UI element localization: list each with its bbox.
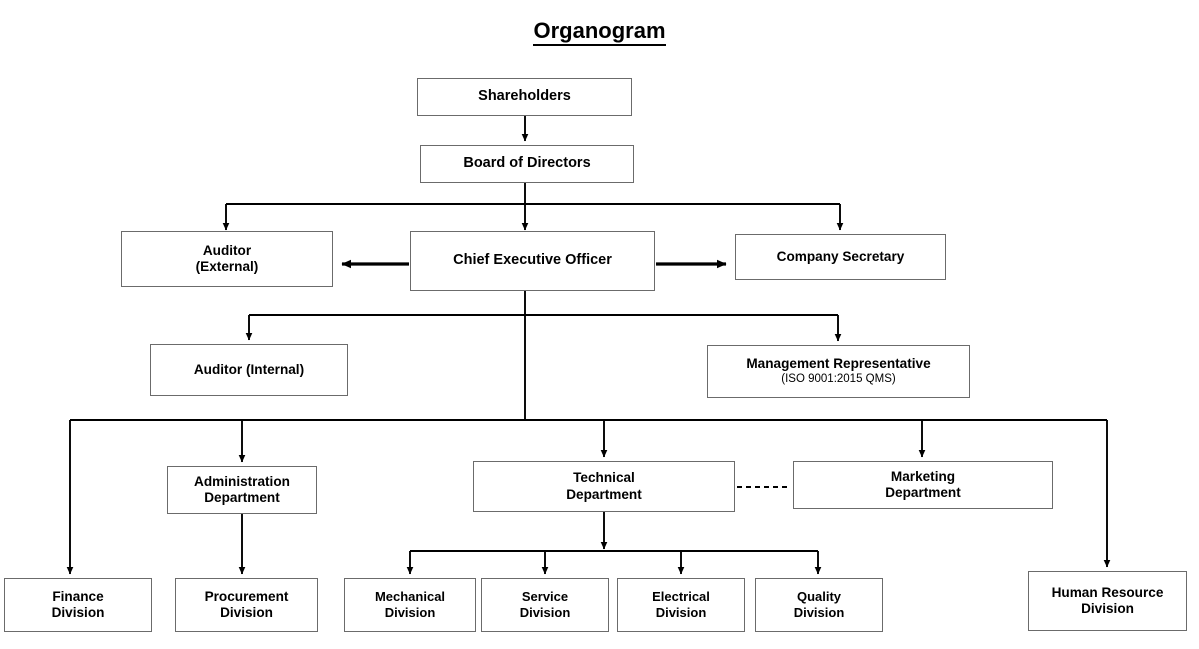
node-mechanical-division-line2: Division [384, 605, 436, 620]
node-management-representative-label: Management Representative [746, 355, 931, 371]
node-procurement-division[interactable]: Procurement Division [175, 578, 318, 632]
node-board-of-directors[interactable]: Board of Directors [420, 145, 634, 183]
node-ceo-label: Chief Executive Officer [453, 252, 612, 269]
node-finance-division-line2: Division [51, 605, 105, 620]
node-quality-division[interactable]: Quality Division [755, 578, 883, 632]
node-service-division-line1: Service [521, 589, 569, 605]
node-electrical-division-line1: Electrical [652, 589, 710, 605]
node-mechanical-division[interactable]: Mechanical Division [344, 578, 476, 632]
node-marketing-department-line1: Marketing [890, 468, 956, 484]
node-service-division-line2: Division [519, 605, 571, 620]
node-quality-division-line2: Division [793, 605, 845, 620]
node-management-representative-sub: (ISO 9001:2015 QMS) [781, 373, 896, 386]
node-finance-division-line1: Finance [52, 588, 104, 604]
node-administration-department[interactable]: Administration Department [167, 466, 317, 514]
page-title-text: Organogram [533, 18, 666, 46]
node-technical-department[interactable]: Technical Department [473, 461, 735, 512]
node-electrical-division-line2: Division [655, 605, 707, 620]
page-title: Organogram [0, 18, 1199, 46]
node-procurement-division-line1: Procurement [204, 588, 289, 604]
node-quality-division-line1: Quality [796, 589, 842, 605]
node-technical-department-line2: Department [566, 486, 642, 502]
node-mechanical-division-line1: Mechanical [374, 589, 446, 605]
node-human-resource-division-line1: Human Resource [1051, 584, 1164, 600]
node-company-secretary[interactable]: Company Secretary [735, 234, 946, 280]
node-auditor-internal-label: Auditor (Internal) [193, 361, 305, 377]
node-service-division[interactable]: Service Division [481, 578, 609, 632]
node-shareholders-label: Shareholders [478, 88, 571, 105]
node-technical-department-line1: Technical [573, 470, 635, 486]
node-ceo[interactable]: Chief Executive Officer [410, 231, 655, 291]
node-administration-department-line1: Administration [194, 473, 290, 489]
node-board-of-directors-label: Board of Directors [463, 155, 591, 172]
node-management-representative[interactable]: Management Representative (ISO 9001:2015… [707, 345, 970, 398]
node-administration-department-line2: Department [204, 490, 280, 505]
node-human-resource-division-line2: Division [1081, 601, 1134, 616]
node-auditor-external-line1: Auditor [202, 242, 252, 258]
node-company-secretary-label: Company Secretary [776, 248, 905, 264]
node-human-resource-division[interactable]: Human Resource Division [1028, 571, 1187, 631]
node-marketing-department[interactable]: Marketing Department [793, 461, 1053, 509]
node-electrical-division[interactable]: Electrical Division [617, 578, 745, 632]
node-auditor-external-line2: (External) [195, 259, 259, 274]
node-auditor-internal[interactable]: Auditor (Internal) [150, 344, 348, 396]
node-finance-division[interactable]: Finance Division [4, 578, 152, 632]
node-auditor-external[interactable]: Auditor (External) [121, 231, 333, 287]
node-shareholders[interactable]: Shareholders [417, 78, 632, 116]
node-marketing-department-line2: Department [885, 485, 961, 500]
node-procurement-division-line2: Division [220, 605, 273, 620]
